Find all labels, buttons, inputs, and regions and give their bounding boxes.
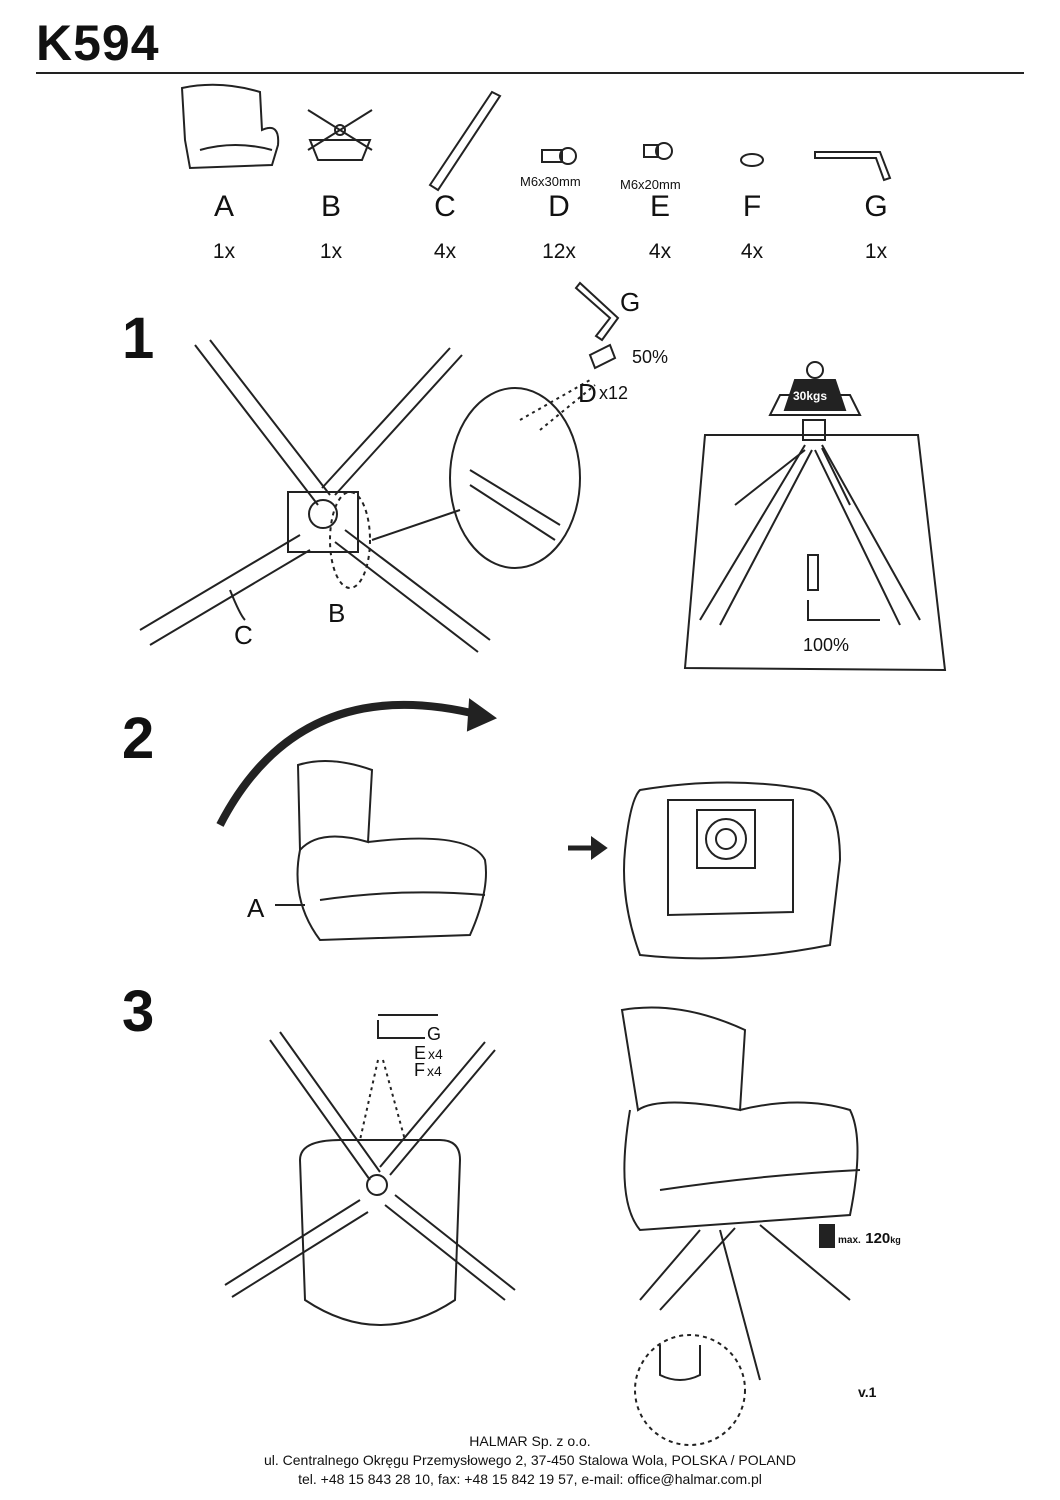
step3-washer-label: F bbox=[414, 1060, 425, 1080]
part-g-letter: G bbox=[864, 190, 888, 223]
product-code: K594 bbox=[36, 15, 160, 71]
part-c-letter: C bbox=[434, 190, 456, 223]
step2-seat-bottom-drawing bbox=[623, 781, 842, 960]
footer-contact: tel. +48 15 843 28 10, fax: +48 15 842 1… bbox=[298, 1471, 762, 1487]
step-3-number: 3 bbox=[122, 979, 155, 1044]
step1-tool-label: G bbox=[620, 287, 641, 317]
version-label: v.1 bbox=[858, 1384, 877, 1400]
step3-washer-qty: x4 bbox=[427, 1063, 442, 1079]
part-b-base-plate-drawing bbox=[307, 109, 373, 161]
step1-screw-label: D bbox=[578, 378, 597, 408]
part-a-chair-drawing bbox=[180, 83, 280, 170]
step1-detail-zoom-drawing bbox=[449, 281, 620, 569]
header-divider bbox=[36, 72, 1024, 74]
part-f-letter: F bbox=[742, 190, 762, 223]
step1-base-drawing bbox=[139, 339, 491, 653]
step1-weight-test-drawing bbox=[683, 361, 947, 672]
flip-arrowhead bbox=[466, 698, 497, 732]
max-load-unit: kg bbox=[890, 1235, 901, 1245]
step3-assembled-chair-drawing bbox=[620, 1006, 861, 1446]
part-e-count: 4x bbox=[648, 240, 672, 263]
leg-label: C bbox=[234, 620, 253, 650]
part-a-count: 1x bbox=[212, 240, 236, 263]
step1-final-tighten-label: 100% bbox=[803, 635, 850, 655]
step3-base-on-seat-drawing bbox=[224, 1014, 516, 1326]
max-load: max. 120kg bbox=[838, 1230, 901, 1248]
step-1-number: 1 bbox=[122, 306, 155, 371]
max-load-label: max. bbox=[838, 1235, 861, 1246]
part-d-count: 12x bbox=[542, 240, 576, 263]
part-d-screw-drawing bbox=[541, 147, 577, 165]
part-e-letter: E bbox=[649, 190, 670, 223]
seat-label: A bbox=[247, 893, 265, 923]
flip-arrow bbox=[216, 700, 481, 827]
part-d-letter: D bbox=[548, 190, 570, 223]
footer-company: HALMAR Sp. z o.o. bbox=[469, 1433, 591, 1449]
plate-label: B bbox=[328, 598, 346, 628]
part-f-washer-drawing bbox=[740, 153, 764, 167]
step3-screw-label: E bbox=[414, 1043, 427, 1063]
max-load-value: 120 bbox=[865, 1230, 891, 1247]
part-e-screw-drawing bbox=[643, 142, 673, 160]
step1-tighten-label: 50% bbox=[632, 347, 669, 367]
part-g-allen-key-drawing bbox=[814, 151, 892, 182]
step3-screw-qty: x4 bbox=[428, 1046, 443, 1062]
part-e-spec: M6x20mm bbox=[620, 177, 681, 192]
part-a-letter: A bbox=[213, 190, 234, 223]
part-f-count: 4x bbox=[740, 240, 764, 263]
part-c-leg-drawing bbox=[428, 90, 502, 192]
part-c-count: 4x bbox=[433, 240, 457, 263]
step1-screw-qty: x12 bbox=[599, 383, 629, 403]
step2-chair-drawing bbox=[275, 760, 487, 942]
weight-label: 30kgs bbox=[793, 389, 828, 403]
next-arrowhead bbox=[591, 836, 608, 860]
footer: HALMAR Sp. z o.o. ul. Centralnego Okręgu… bbox=[0, 1432, 1060, 1489]
step3-tool-label: G bbox=[427, 1024, 442, 1044]
footer-address: ul. Centralnego Okręgu Przemysłowego 2, … bbox=[263, 1452, 796, 1468]
part-d-spec: M6x30mm bbox=[520, 174, 581, 189]
part-g-count: 1x bbox=[864, 240, 888, 263]
part-b-letter: B bbox=[320, 190, 341, 223]
step-2-number: 2 bbox=[122, 706, 155, 771]
part-b-count: 1x bbox=[319, 240, 343, 263]
